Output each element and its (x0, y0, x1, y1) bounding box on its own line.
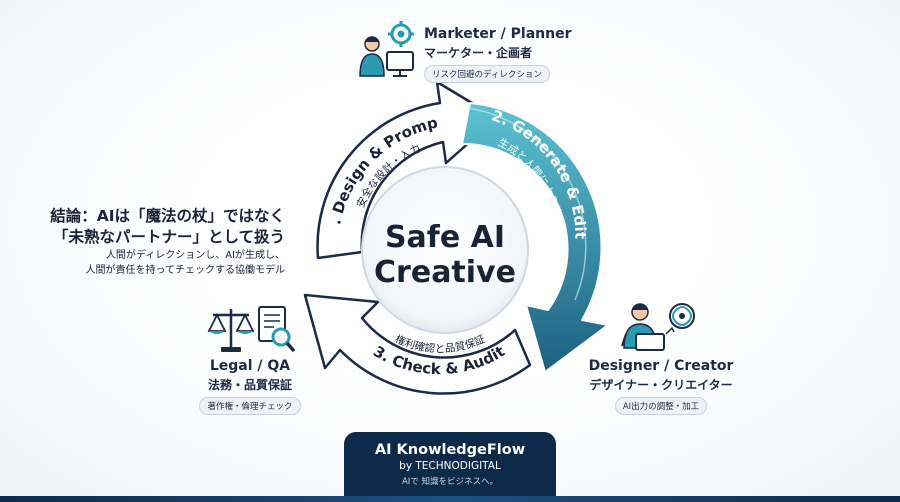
role-marketer-en: Marketer / Planner (424, 26, 572, 42)
arrow-generate-edit (461, 102, 609, 373)
role-marketer-ja: マーケター・企画者 (424, 46, 533, 60)
footer-by: by TECHNODIGITAL (399, 460, 501, 472)
person-at-computer-icon (359, 21, 414, 77)
footer-brand: AI KnowledgeFlow by TECHNODIGITAL AIで 知識… (344, 432, 556, 502)
role-legal-en: Legal / QA (209, 358, 291, 374)
role-marketer-tag: リスク回避のディレクション (424, 65, 550, 83)
conclusion-line1: 結論：AIは「魔法の杖」ではなく (50, 207, 285, 225)
role-designer-tag: AI出力の調整・加工 (614, 397, 708, 415)
conclusion-line2: 「未熟なパートナー」として扱う (52, 228, 285, 246)
role-legal: Legal / QA 法務・品質保証 著作権・倫理チェック (190, 358, 310, 415)
role-designer-en: Designer / Creator (588, 358, 734, 374)
conclusion-line4: 人間が責任を持ってチェックする協働モデル (85, 265, 286, 276)
role-legal-tag: 著作権・倫理チェック (199, 397, 301, 415)
center-circle (361, 166, 529, 334)
conclusion-block: 結論：AIは「魔法の杖」ではなく 「未熟なパートナー」として扱う 人間がディレク… (30, 206, 285, 278)
document-magnifier-icon (258, 306, 296, 353)
footer-title: AI KnowledgeFlow (374, 442, 526, 458)
center-title-line2: Creative (374, 255, 516, 290)
designer-with-tablet-icon (621, 303, 695, 351)
role-designer-ja: デザイナー・クリエイター (589, 378, 733, 392)
role-marketer: Marketer / Planner マーケター・企画者 リスク回避のディレクシ… (424, 26, 572, 83)
gear-icon (388, 21, 414, 47)
role-legal-ja: 法務・品質保証 (207, 378, 292, 392)
bottom-bar (0, 496, 900, 502)
ai-knot-logo-icon (669, 303, 695, 329)
footer-tagline: AIで 知識をビジネスへ。 (401, 477, 499, 487)
center-title-line1: Safe AI (385, 220, 505, 255)
scales-of-justice-icon (207, 306, 296, 353)
arrow-check-audit (303, 293, 532, 395)
arrow-design-prompt (316, 80, 499, 260)
role-designer: Designer / Creator デザイナー・クリエイター AI出力の調整・… (586, 358, 736, 415)
conclusion-line3: 人間がディレクションし、AIが生成し、 (105, 250, 285, 261)
